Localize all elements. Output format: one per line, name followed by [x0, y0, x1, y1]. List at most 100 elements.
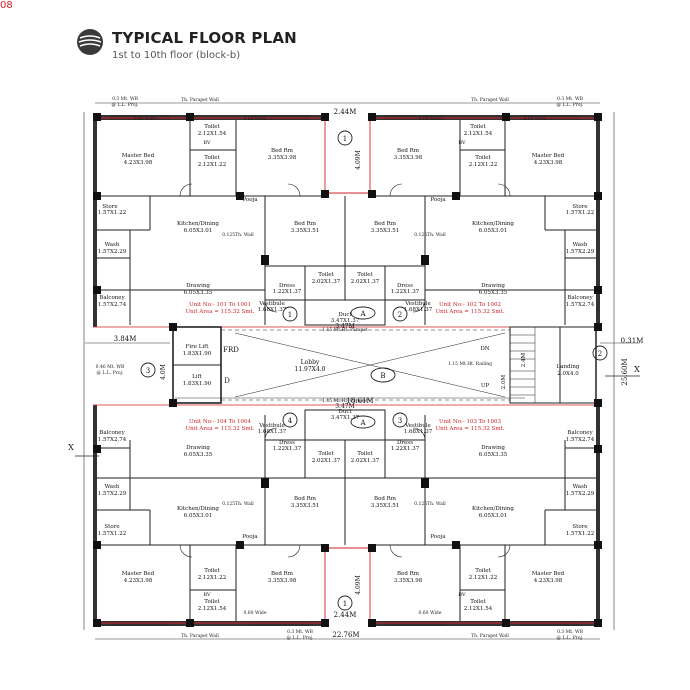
- note-wb-bl: 0.3 Mt. WB: [287, 629, 313, 635]
- room-toilet-3b: Toilet: [475, 568, 491, 574]
- room-pooja-4: Pooja: [242, 534, 258, 540]
- unit-label-2-line1: Unit No:- 102 To 1002: [439, 302, 501, 308]
- section-x-right: X: [634, 365, 640, 374]
- room-duct-bottom-dim: 3.47X1.37: [331, 415, 360, 421]
- note-proj-tr: @ L.L. Proj.: [557, 101, 584, 108]
- room-drawing-1-dim: 6.05X3.35: [184, 290, 213, 296]
- room-bed-3b-dim: 3.35X3.51: [371, 503, 399, 509]
- note-wb-tr: 0.3 Mt. WB: [557, 96, 583, 102]
- room-vestibule-3-dim: 1.68X1.37: [404, 429, 433, 435]
- room-wash-1: Wash: [105, 242, 120, 248]
- room-balcony-4: Balconey: [99, 430, 125, 436]
- room-vestibule-3: Vestibule: [404, 423, 431, 429]
- room-toilet-4a: Toilet: [204, 599, 220, 605]
- room-toilet-4a-dim: 2.12X1.54: [198, 606, 227, 612]
- room-store-1-dim: 1.57X1.22: [98, 210, 126, 216]
- note-wide-tl: 0.60 Wide: [134, 116, 157, 122]
- room-landing: Landing: [557, 364, 580, 370]
- marker-d: D: [224, 377, 230, 385]
- room-toilet-3c: Toilet: [357, 451, 373, 457]
- room-toilet-3a-dim: 2.12X1.54: [464, 606, 493, 612]
- room-balcony-2-dim: 1.57X2.74: [566, 302, 595, 308]
- room-balcony-2: Balconey: [567, 295, 593, 301]
- room-pooja-3: Pooja: [430, 534, 446, 540]
- note-parapet-top: 1.15 Mt.Ht. Parapet: [322, 327, 368, 333]
- label-bv-3: BV: [458, 592, 466, 598]
- note-wall-2: 0.125Th. Wall: [414, 232, 446, 238]
- room-vestibule-4-dim: 1.68X1.37: [258, 429, 287, 435]
- room-bed-1b: Bed Rm: [294, 221, 317, 227]
- page-number: 08: [0, 0, 13, 11]
- marker-left-3: 3: [146, 367, 150, 375]
- room-toilet-2a: Toilet: [470, 124, 486, 130]
- room-lift: Lift: [192, 374, 202, 380]
- room-kitchen-1: Kitchen/Dining: [177, 221, 219, 227]
- room-dress-1: Dress: [279, 283, 295, 289]
- room-landing-dim: 2.0X4.0: [557, 371, 579, 377]
- room-master-bed-4: Master Bed: [122, 571, 155, 577]
- note-wide-tr: 0.60 Wide: [419, 116, 442, 122]
- room-balcony-3: Balconey: [567, 430, 593, 436]
- note-parapet-bottom: 1.15 Mt.Ht. Parapet: [322, 398, 368, 404]
- label-up: UP: [481, 383, 490, 389]
- dim-top-depth: 4.09M: [355, 150, 362, 170]
- marker-right-2: 2: [598, 350, 602, 358]
- room-store-3: Store: [572, 524, 587, 530]
- marker-1-bottom: 1: [343, 600, 347, 608]
- room-drawing-1: Drawing: [186, 283, 210, 289]
- note-proj-bl: @ L.L. Proj.: [287, 634, 314, 641]
- note-wall-1: 0.125Th. Wall: [222, 232, 254, 238]
- dim-duct-top: 3.47M: [335, 323, 355, 330]
- marker-unit-3: 3: [398, 417, 402, 425]
- room-toilet-1a-dim: 2.12X1.54: [198, 131, 227, 137]
- room-vestibule-4: Vestibule: [258, 423, 285, 429]
- room-balcony-1-dim: 1.57X2.74: [98, 302, 127, 308]
- room-bed-1b-dim: 3.35X3.51: [291, 228, 319, 234]
- room-bed-4b-dim: 3.35X3.51: [291, 503, 319, 509]
- room-dress-3-dim: 1.22X1.37: [391, 446, 420, 452]
- room-drawing-4-dim: 6.05X3.35: [184, 452, 213, 458]
- room-toilet-2c: Toilet: [357, 272, 373, 278]
- room-drawing-3-dim: 6.05X3.35: [479, 452, 508, 458]
- room-bed-3-dim: 3.35X3.98: [394, 578, 423, 584]
- room-toilet-4b: Toilet: [204, 568, 220, 574]
- room-drawing-4: Drawing: [186, 445, 210, 451]
- note-wb-left: 0.46 Mt. WB: [96, 364, 125, 370]
- room-kitchen-4-dim: 6.05X3.01: [184, 513, 212, 519]
- note-parapet-wall-br: Th. Parapet Wall: [471, 633, 509, 639]
- dim-bottom-gap: 2.44M: [334, 611, 357, 619]
- room-master-bed-4-dim: 4.23X3.98: [124, 578, 153, 584]
- marker-1-top: 1: [343, 135, 347, 143]
- room-store-2-dim: 1.57X1.22: [566, 210, 594, 216]
- room-duct-bottom: Duct: [338, 409, 352, 415]
- room-toilet-1b-dim: 2.12X1.22: [198, 162, 226, 168]
- room-kitchen-2-dim: 6.05X3.01: [479, 228, 507, 234]
- room-toilet-1c-dim: 2.02X1.37: [312, 279, 341, 285]
- room-toilet-1c: Toilet: [318, 272, 334, 278]
- note-wide-trr: 0.60 Wide: [524, 116, 547, 122]
- note-wide-br: 0.60 Wide: [419, 610, 442, 616]
- room-wash-1-dim: 1.57X2.29: [98, 249, 127, 255]
- note-wall-3: 0.125Th. Wall: [414, 501, 446, 507]
- room-lobby-dim: 11.97X4.0: [295, 366, 326, 373]
- room-toilet-2b-dim: 2.12X1.22: [469, 162, 497, 168]
- note-proj-tl: @ L.L. Proj.: [112, 101, 139, 108]
- label-bv-4: BV: [203, 592, 211, 598]
- room-bed-4b: Bed Rm: [294, 496, 317, 502]
- note-parapet-wall-tl: Th. Parapet Wall: [181, 97, 219, 103]
- room-drawing-2-dim: 6.05X3.35: [479, 290, 508, 296]
- room-pooja-2: Pooja: [430, 197, 446, 203]
- room-pooja-1: Pooja: [242, 197, 258, 203]
- room-toilet-3b-dim: 2.12X1.22: [469, 575, 497, 581]
- room-vestibule-2: Vestibule: [404, 301, 431, 307]
- unit-label-4-line1: Unit No:- 104 To 1004: [189, 419, 252, 425]
- room-toilet-2b: Toilet: [475, 155, 491, 161]
- dim-top-gap: 2.44M: [334, 108, 357, 116]
- room-kitchen-3: Kitchen/Dining: [472, 506, 514, 512]
- room-lift-dim: 1.83X1.90: [183, 381, 212, 387]
- label-frd: FRD: [223, 346, 239, 354]
- room-fire-lift-dim: 1.83X1.90: [183, 351, 212, 357]
- room-dress-4: Dress: [279, 440, 295, 446]
- marker-a-bottom: A: [359, 419, 366, 427]
- room-master-bed-1: Master Bed: [122, 153, 155, 159]
